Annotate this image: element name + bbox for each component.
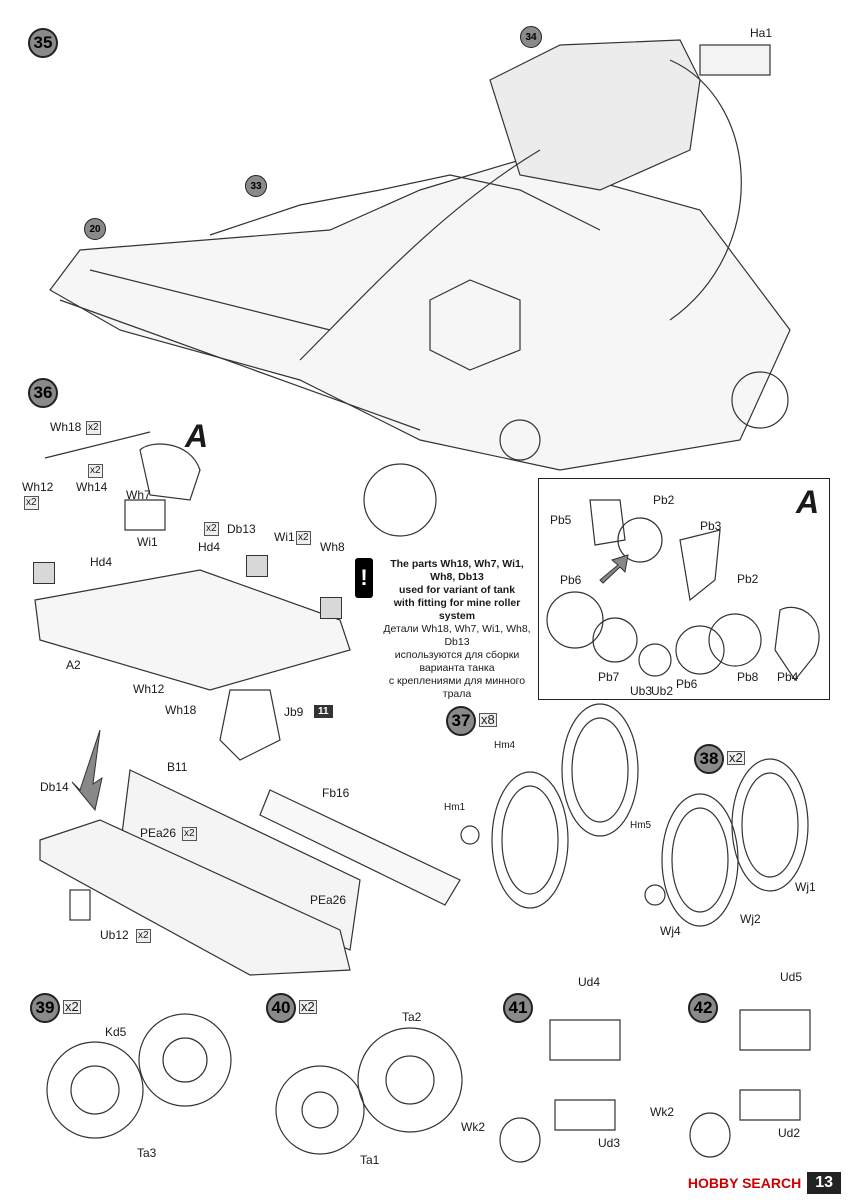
- step-34-ref-badge: 34: [520, 26, 542, 48]
- note-ru-line2: используются для сборки варианта танка: [394, 649, 520, 674]
- label-Ub2: Ub2: [651, 684, 674, 698]
- qty-Wh18: x2: [86, 421, 101, 435]
- label-B11: B11: [167, 760, 188, 774]
- qty-Hd4: x2: [204, 522, 219, 536]
- label-Pb7: Pb7: [598, 670, 620, 684]
- label-Pb2-right: Pb2: [737, 572, 759, 586]
- label-Db14: Db14: [40, 780, 69, 794]
- marker-square-left: [33, 562, 55, 584]
- label-Pb8: Pb8: [737, 670, 759, 684]
- page-number: 13: [807, 1172, 841, 1194]
- label-Wi1-right: Wi1: [274, 530, 295, 544]
- qty-PEa26: x2: [182, 827, 197, 841]
- label-Pb3: Pb3: [700, 519, 722, 533]
- note-en-line1: The parts Wh18, Wh7, Wi1, Wh8, Db13: [390, 558, 524, 583]
- label-Wh14: Wh14: [76, 480, 108, 494]
- label-Wh8: Wh8: [320, 540, 345, 554]
- label-Pb4: Pb4: [777, 670, 799, 684]
- note-ru-line1: Детали Wh18, Wh7, Wi1, Wh8, Db13: [383, 623, 531, 648]
- label-Fb16: Fb16: [322, 786, 350, 800]
- detail-A-box: [538, 478, 830, 700]
- label-Hm4: Hm4: [494, 740, 516, 751]
- label-Kd5: Kd5: [105, 1025, 127, 1039]
- label-Pb5: Pb5: [550, 513, 572, 527]
- warning-icon: !: [355, 558, 373, 598]
- qty-Wi1: x2: [296, 531, 311, 545]
- step-40-badge: 40: [266, 993, 296, 1023]
- label-Ub3: Ub3: [630, 684, 653, 698]
- label-Ta1: Ta1: [360, 1153, 380, 1167]
- label-Ta3: Ta3: [137, 1146, 157, 1160]
- label-Ub12: Ub12: [100, 928, 129, 942]
- label-Pb6-left: Pb6: [560, 573, 582, 587]
- note-en-line2: used for variant of tank: [398, 584, 516, 596]
- note-ru-line3: с креплениями для минного трала: [388, 675, 526, 700]
- qty-Wh12: x2: [24, 496, 39, 510]
- note-en-line3: with fitting for mine roller system: [393, 597, 521, 622]
- variant-note: The parts Wh18, Wh7, Wi1, Wh8, Db13 used…: [378, 558, 536, 701]
- label-Hm5: Hm5: [630, 820, 652, 831]
- label-PEa26-bottom: PEa26: [310, 893, 347, 907]
- page-footer: HOBBY SEARCH 13: [688, 1172, 841, 1194]
- label-Wh12-top: Wh12: [22, 480, 54, 494]
- step-36-badge: 36: [28, 378, 58, 408]
- label-PEa26-top: PEa26: [140, 826, 177, 840]
- label-Ud5: Ud5: [780, 970, 803, 984]
- label-Wk2-42: Wk2: [650, 1105, 674, 1119]
- step-41-badge: 41: [503, 993, 533, 1023]
- qty-Ub12: x2: [136, 929, 151, 943]
- label-Ud4: Ud4: [578, 975, 601, 989]
- qty-37: x8: [479, 712, 497, 727]
- marker-square-mid: [246, 555, 268, 577]
- label-Pb2-top: Pb2: [653, 493, 675, 507]
- label-Ud3: Ud3: [598, 1136, 621, 1150]
- label-Wh7: Wh7: [126, 488, 151, 502]
- qty-40: x2: [299, 999, 317, 1014]
- label-Ha1: Ha1: [750, 26, 773, 40]
- label-Wj4: Wj4: [660, 924, 681, 938]
- detail-A-marker: A: [185, 418, 209, 454]
- marker-square-right: [320, 597, 342, 619]
- label-Hd4-right: Hd4: [198, 540, 221, 554]
- qty-Wh14: x2: [88, 464, 103, 478]
- label-Db13: Db13: [227, 522, 256, 536]
- hobby-search-watermark: HOBBY SEARCH: [687, 1175, 802, 1191]
- step-11-ref-tag: 11: [314, 705, 333, 718]
- label-Wj1: Wj1: [795, 880, 816, 894]
- label-Ud2: Ud2: [778, 1126, 801, 1140]
- label-Ta2: Ta2: [402, 1010, 422, 1024]
- detail-A-title: A: [796, 484, 820, 520]
- label-Wh18-top: Wh18: [50, 420, 82, 434]
- label-Wh12-bottom: Wh12: [133, 682, 165, 696]
- label-A2: A2: [66, 658, 81, 672]
- step-33-ref-badge: 33: [245, 175, 267, 197]
- label-Wj2: Wj2: [740, 912, 761, 926]
- step-42-badge: 42: [688, 993, 718, 1023]
- label-Hd4-left: Hd4: [90, 555, 113, 569]
- qty-38: x2: [727, 750, 745, 765]
- label-Pb6-right: Pb6: [676, 677, 698, 691]
- step-37-badge: 37: [446, 706, 476, 736]
- label-Wi1-left: Wi1: [137, 535, 158, 549]
- step-38-badge: 38: [694, 744, 724, 774]
- label-Hm1: Hm1: [444, 802, 466, 813]
- qty-39: x2: [63, 999, 81, 1014]
- step-20-ref-badge: 20: [84, 218, 106, 240]
- label-Wk2-41: Wk2: [461, 1120, 485, 1134]
- step-35-badge: 35: [28, 28, 58, 58]
- label-Jb9: Jb9: [284, 705, 304, 719]
- step-39-badge: 39: [30, 993, 60, 1023]
- label-Wh18-bottom: Wh18: [165, 703, 197, 717]
